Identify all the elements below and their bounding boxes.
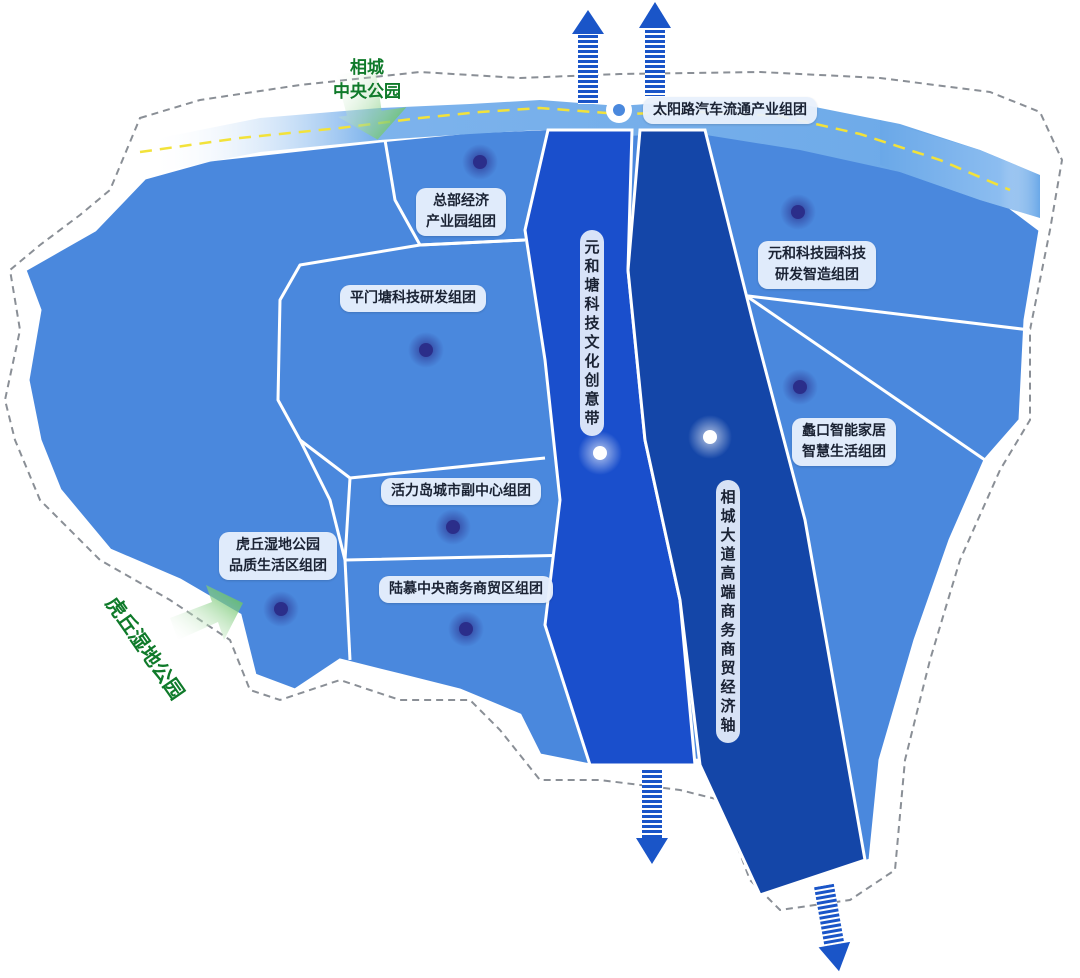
xiangcheng-avenue-belt (626, 128, 867, 897)
cluster-label-likou-line1: 蠡口智能家居 (802, 423, 886, 439)
cluster-label-pingmentang: 平门塘科技研发组团 (340, 285, 486, 312)
cluster-label-huolidao: 活力岛城市副中心组团 (381, 478, 541, 505)
central-park-label: 相城 中央公园 (322, 56, 412, 104)
cluster-markers (263, 97, 818, 647)
belt-label-yuanhetang: 元和塘科技文化创意带 (580, 230, 604, 436)
cluster-label-taiyang: 太阳路汽车流通产业组团 (643, 97, 817, 124)
transport-arrow-north-2 (639, 2, 671, 96)
road-yellow-dash (139, 106, 1011, 192)
cluster-label-huqiu-line1: 虎丘湿地公园 (236, 537, 320, 553)
cluster-label-headquarters: 总部经济 产业园组团 (416, 188, 506, 236)
transport-arrow-south-1 (636, 770, 668, 864)
cluster-label-lumu: 陆慕中央商务商贸区组团 (379, 576, 553, 603)
cluster-label-huqiu-line2: 品质生活区组团 (229, 558, 327, 574)
cluster-label-likou: 蠡口智能家居 智慧生活组团 (792, 418, 896, 466)
cluster-label-yuanhe-tech-line2: 研发智造组团 (775, 267, 859, 283)
cluster-label-yuanhe-tech: 元和科技园科技 研发智造组团 (758, 241, 876, 289)
belt-label-xiangcheng-avenue: 相城大道高端商务商贸经济轴 (716, 480, 740, 743)
cluster-boundaries (276, 139, 1031, 661)
cluster-label-headquarters-line1: 总部经济 (433, 193, 489, 209)
transport-arrow-south-2 (814, 883, 851, 972)
central-park-arrow (336, 69, 407, 140)
central-park-label-line1: 相城 (350, 58, 384, 78)
cluster-label-likou-line2: 智慧生活组团 (802, 444, 886, 460)
transport-arrow-north-1 (572, 10, 604, 104)
cluster-label-yuanhe-tech-line1: 元和科技园科技 (768, 246, 866, 262)
cluster-label-huqiu: 虎丘湿地公园 品质生活区组团 (219, 532, 337, 580)
cluster-label-headquarters-line2: 产业园组团 (426, 214, 496, 230)
central-park-label-line2: 中央公园 (333, 82, 401, 102)
huqiu-park-arrow (170, 585, 243, 640)
